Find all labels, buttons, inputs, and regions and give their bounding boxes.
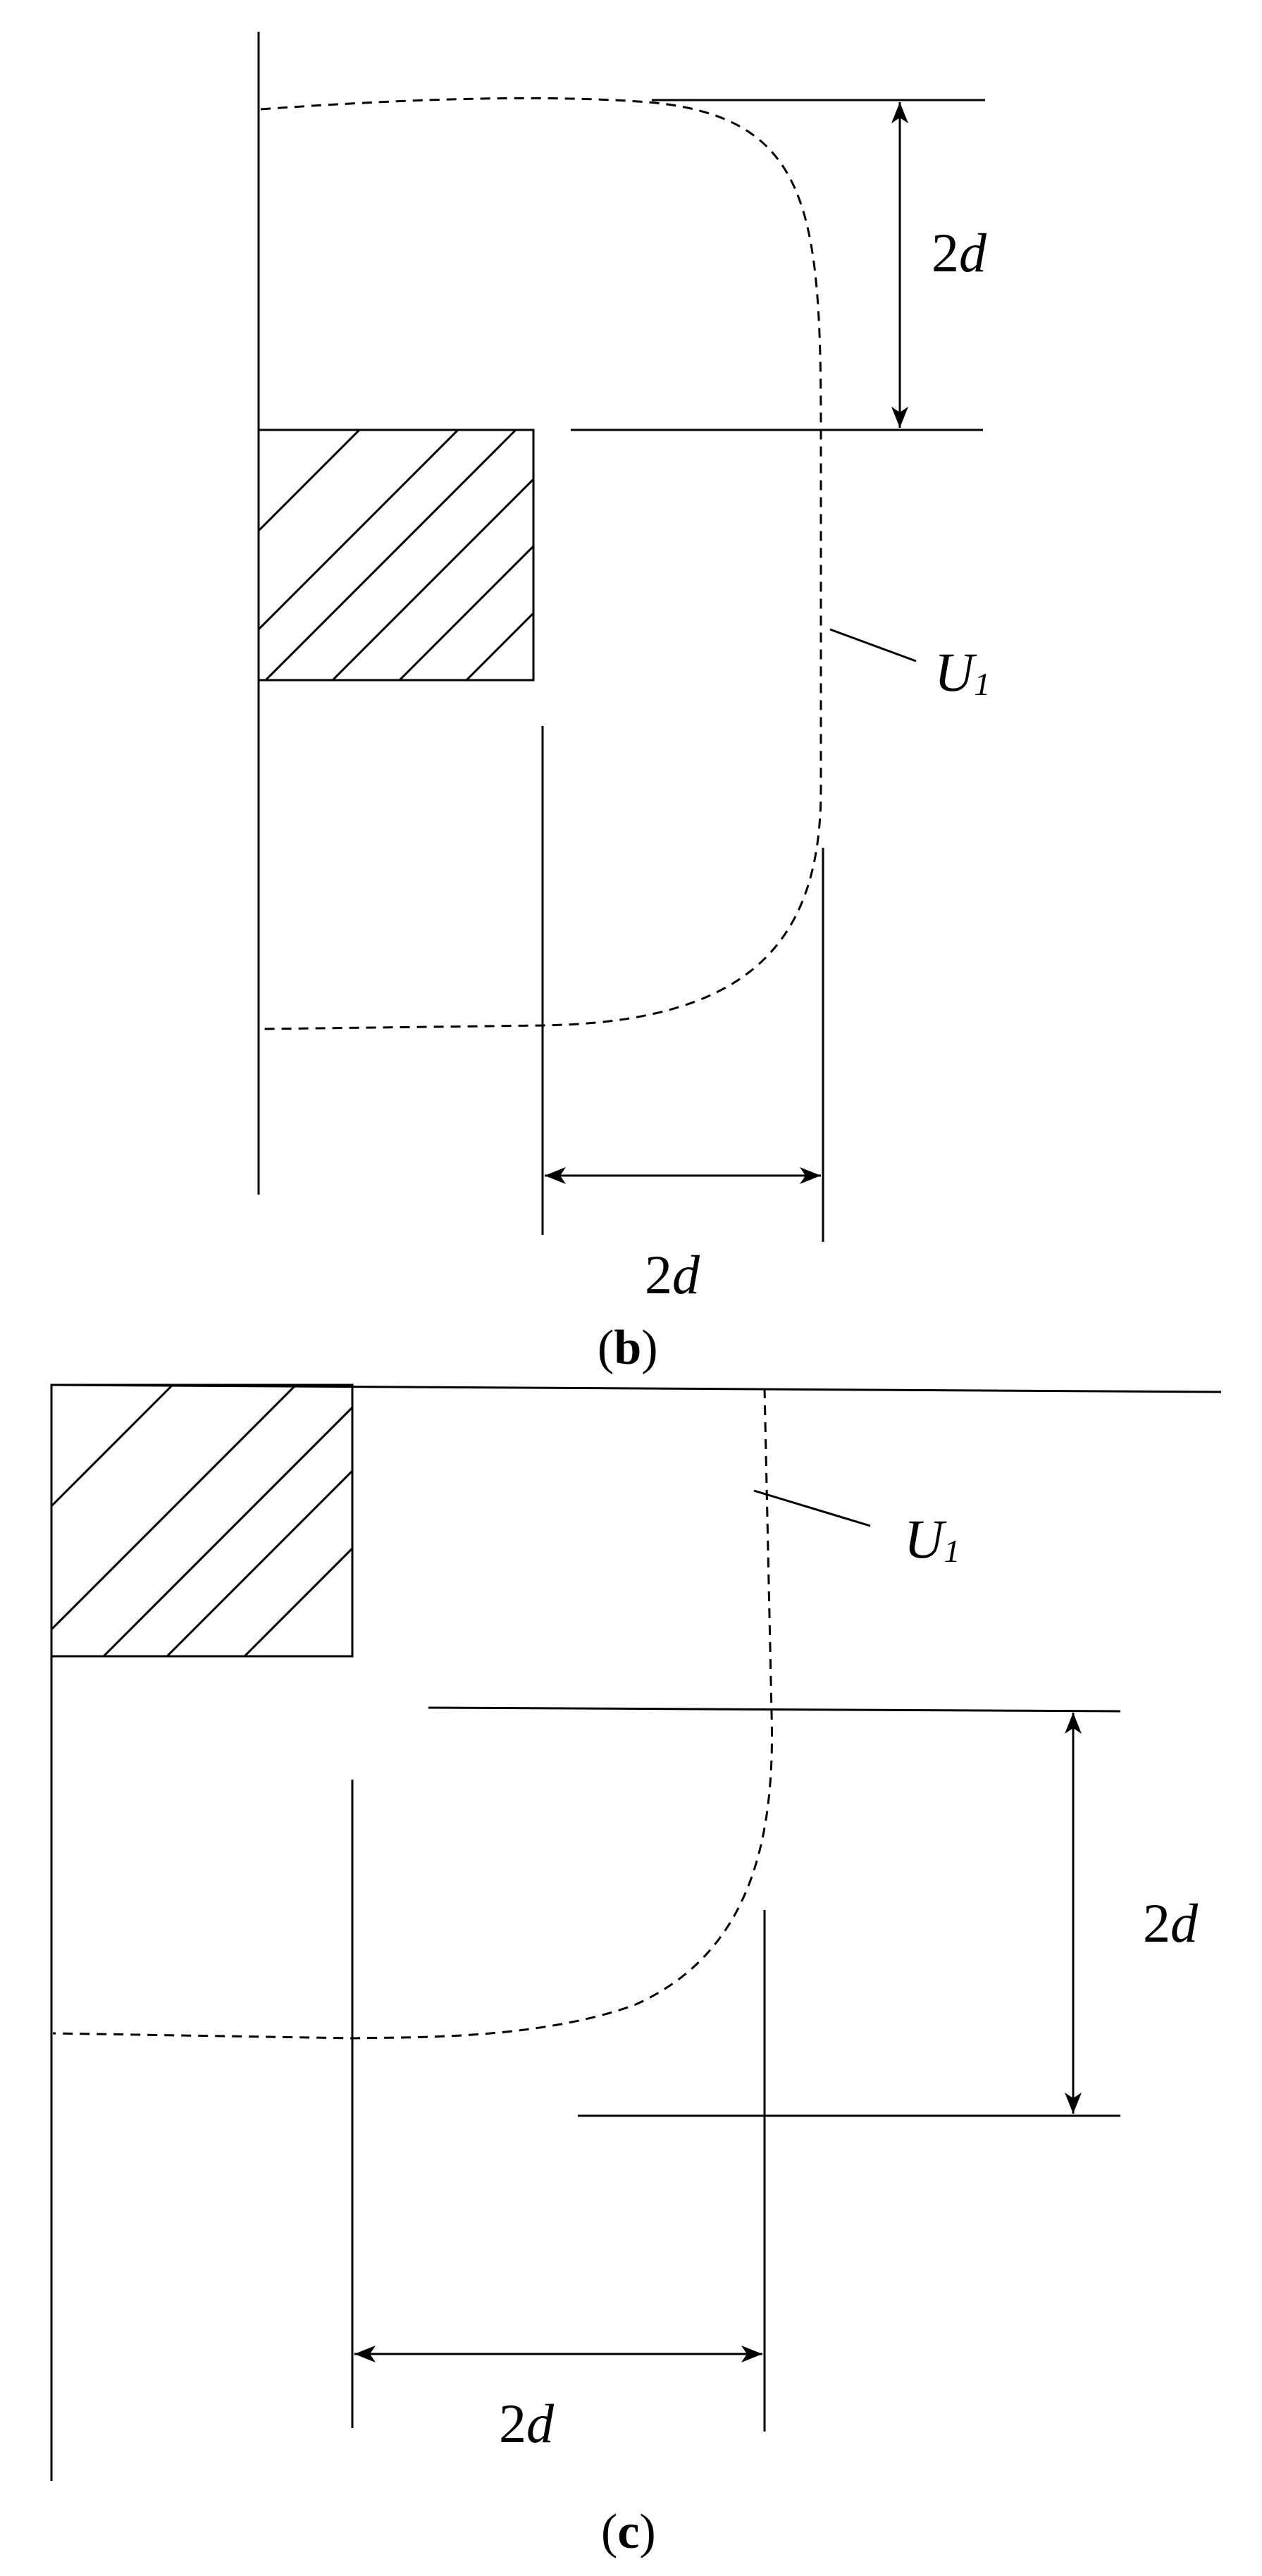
panel-b-dim-label-bottom: 2d [645,1244,700,1305]
panel-b-caption: (b) [598,1321,658,1375]
panel-c-hatched-column [50,1383,354,1658]
panel-c-wall-line-horizontal [51,1383,1222,1393]
panel-b-u1-label: U1 [934,641,990,703]
panel-b-u1-perimeter-curve [260,97,822,1030]
panel-b: 2d 2d U1 (b) [257,32,990,1375]
panel-c: U1 2d 2d (c) [50,1383,1222,2559]
panel-c-u1-leader-line [753,1489,871,1527]
panel-c-dim-label-right: 2d [1143,1892,1199,1954]
panel-c-u1-label: U1 [904,1508,960,1570]
panel-b-u1-leader-line [829,628,917,663]
panel-b-hatched-column [257,429,535,682]
panel-c-u1-perimeter-curve [52,1388,773,2040]
panel-c-caption: (c) [601,2505,656,2559]
panel-b-dim-label-top: 2d [932,222,987,283]
panel-c-dim-label-bottom: 2d [499,2393,555,2454]
panel-c-top-extension-line [428,1706,1121,1713]
